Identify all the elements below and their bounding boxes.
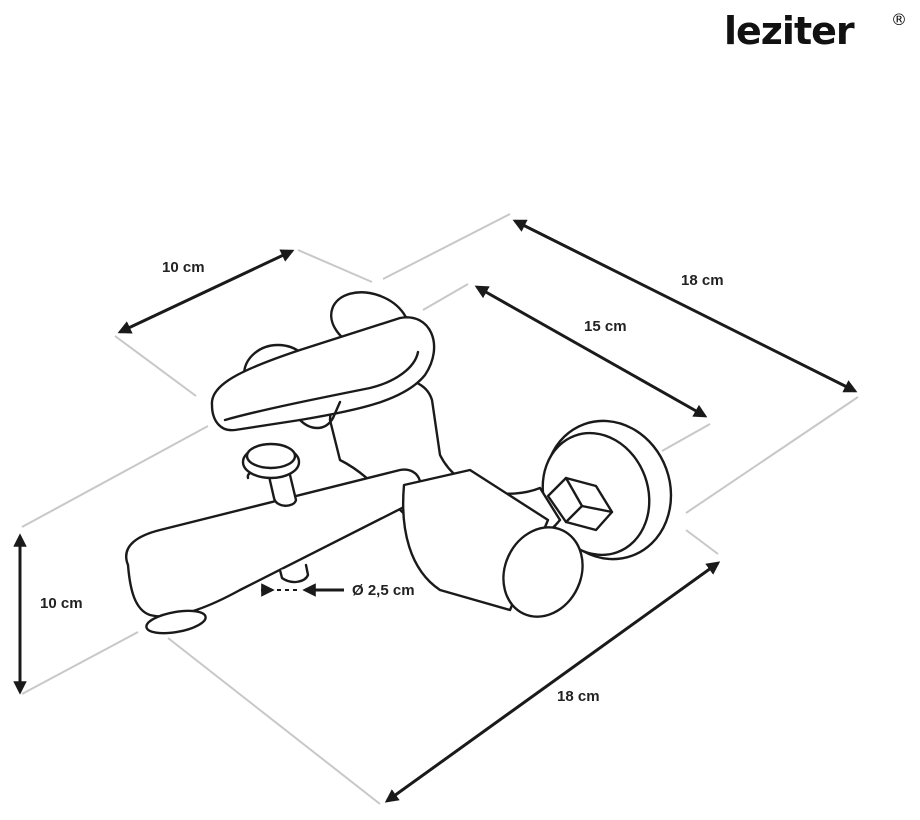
extension-lines — [21, 213, 859, 805]
arrow-total-depth — [512, 219, 858, 393]
label-handle-width: 10 cm — [162, 259, 205, 276]
label-wall-to-handle: 15 cm — [584, 318, 627, 335]
label-total-width: 18 cm — [557, 688, 600, 705]
arrow-wall-to-handle — [474, 285, 708, 418]
dimension-arrows — [13, 219, 858, 803]
label-total-depth: 18 cm — [681, 272, 724, 289]
arrow-total-width — [384, 561, 721, 803]
registered-mark: ® — [891, 10, 907, 29]
brand-logo: leziter — [724, 9, 855, 53]
label-height: 10 cm — [40, 595, 83, 612]
arrow-handle-width — [117, 249, 295, 334]
label-outlet-diameter: Ø 2,5 cm — [352, 582, 415, 599]
faucet-illustration — [125, 291, 673, 635]
